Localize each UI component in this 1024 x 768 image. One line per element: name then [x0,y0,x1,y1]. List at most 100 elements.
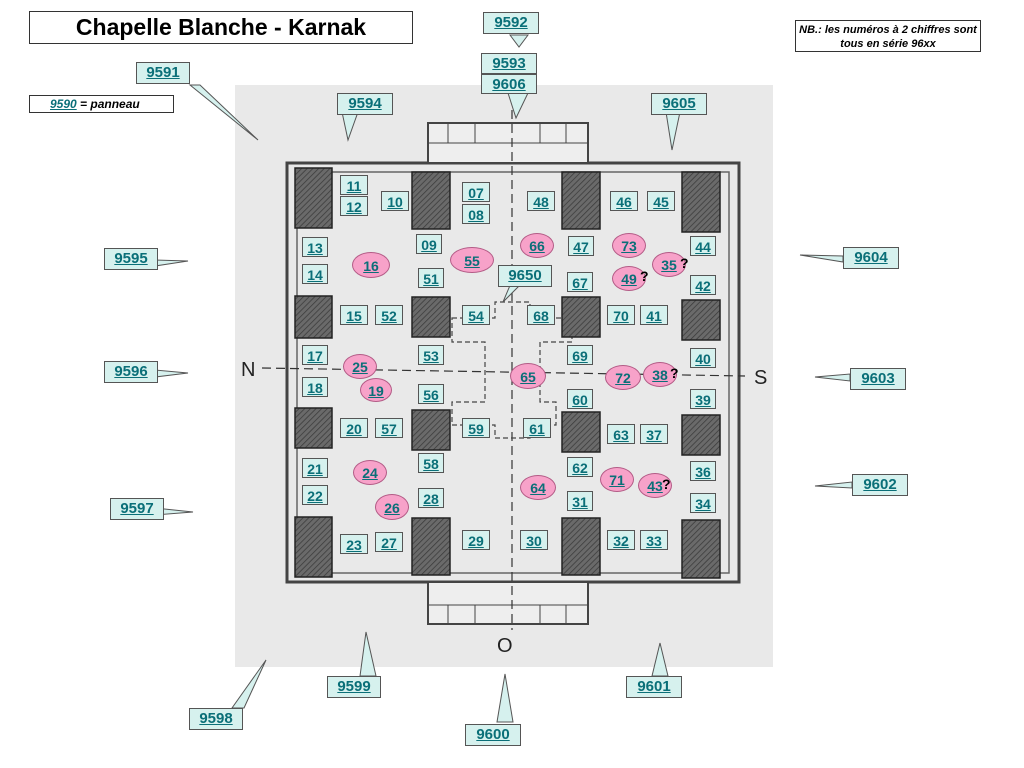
plan-label[interactable]: 11 [340,175,368,195]
pillars [294,167,721,579]
plan-label[interactable]: 48 [527,191,555,211]
plan-label[interactable]: 23 [340,534,368,554]
legend-text: = panneau [76,97,140,111]
plan-label-highlighted[interactable]: 35 [652,252,686,277]
panel-label[interactable]: 9600 [465,724,521,746]
panel-label[interactable]: 9597 [110,498,164,520]
south-ramp [427,581,589,625]
panel-label[interactable]: 9604 [843,247,899,269]
panel-label[interactable]: 9596 [104,361,158,383]
plan-label-highlighted[interactable]: 16 [352,252,390,278]
plan-label-highlighted[interactable]: 71 [600,467,634,492]
question-mark: ? [670,365,679,381]
plan-label[interactable]: 31 [567,491,593,511]
plan-label[interactable]: 57 [375,418,403,438]
panel-label[interactable]: 9601 [626,676,682,698]
compass-west: O [497,635,513,657]
plan-label-highlighted[interactable]: 43 [638,473,672,498]
plan-label[interactable]: 47 [568,236,594,256]
plan-label[interactable]: 54 [462,305,490,325]
plan-label-highlighted[interactable]: 72 [605,365,641,390]
axis-north-south [261,367,746,377]
panel-label[interactable]: 9592 [483,12,539,34]
panel-label[interactable]: 9599 [327,676,381,698]
plan-label[interactable]: 17 [302,345,328,365]
plan-label[interactable]: 13 [302,237,328,257]
plan-label-highlighted[interactable]: 49 [612,266,646,291]
legend-number: 9590 [50,97,77,111]
plan-label[interactable]: 41 [640,305,668,325]
panel-label[interactable]: 9602 [852,474,908,496]
panel-label[interactable]: 9605 [651,93,707,115]
panel-label[interactable]: 9598 [189,708,243,730]
plan-label[interactable]: 34 [690,493,716,513]
plan-label[interactable]: 62 [567,457,593,477]
plan-label[interactable]: 52 [375,305,403,325]
plan-label[interactable]: 08 [462,204,490,224]
plan-label[interactable]: 60 [567,389,593,409]
panel-label[interactable]: 9595 [104,248,158,270]
plan-label[interactable]: 67 [567,272,593,292]
panel-label[interactable]: 9591 [136,62,190,84]
plan-label[interactable]: 61 [523,418,551,438]
compass-south: S [754,367,767,389]
compass-north: N [241,359,255,381]
plan-label[interactable]: 63 [607,424,635,444]
plan-label-highlighted[interactable]: 24 [353,460,387,485]
plan-label-highlighted[interactable]: 73 [612,233,646,258]
plan-label-highlighted[interactable]: 19 [360,378,392,402]
plan-label-highlighted[interactable]: 38 [643,362,677,387]
plan-label[interactable]: 09 [416,234,442,254]
plan-label[interactable]: 21 [302,458,328,478]
plan-label[interactable]: 69 [567,345,593,365]
panel-legend: 9590 = panneau [29,95,174,113]
question-mark: ? [680,255,689,271]
panel-label[interactable]: 9606 [481,74,537,94]
plan-label[interactable]: 56 [418,384,444,404]
platform-inner-outline [296,171,730,574]
plan-label[interactable]: 07 [462,182,490,202]
plan-label-highlighted[interactable]: 66 [520,233,554,258]
page-title: Chapelle Blanche - Karnak [29,11,413,44]
plan-label[interactable]: 37 [640,424,668,444]
question-mark: ? [662,476,671,492]
plan-label[interactable]: 28 [418,488,444,508]
plan-label[interactable]: 59 [462,418,490,438]
plan-label-highlighted[interactable]: 64 [520,475,556,500]
panel-label[interactable]: 9650 [498,265,552,287]
plan-label-highlighted[interactable]: 65 [510,363,546,389]
plan-label[interactable]: 33 [640,530,668,550]
plan-label[interactable]: 68 [527,305,555,325]
plan-label[interactable]: 32 [607,530,635,550]
plan-label[interactable]: 51 [418,268,444,288]
question-mark: ? [640,268,649,284]
plan-label[interactable]: 46 [610,191,638,211]
plan-label-highlighted[interactable]: 25 [343,354,377,379]
plan-label[interactable]: 70 [607,305,635,325]
plan-label[interactable]: 39 [690,389,716,409]
plan-label-highlighted[interactable]: 55 [450,247,494,273]
panel-label[interactable]: 9593 [481,53,537,74]
plan-label[interactable]: 44 [690,236,716,256]
plan-label[interactable]: 45 [647,191,675,211]
plan-label[interactable]: 10 [381,191,409,211]
plan-label[interactable]: 22 [302,485,328,505]
plan-label[interactable]: 58 [418,453,444,473]
plan-label[interactable]: 18 [302,377,328,397]
plan-label[interactable]: 30 [520,530,548,550]
panel-label[interactable]: 9603 [850,368,906,390]
plan-label-highlighted[interactable]: 26 [375,494,409,520]
plan-label[interactable]: 36 [690,461,716,481]
plan-label[interactable]: 27 [375,532,403,552]
plan-label[interactable]: 12 [340,196,368,216]
plan-label[interactable]: 42 [690,275,716,295]
plan-label[interactable]: 15 [340,305,368,325]
plan-label[interactable]: 53 [418,345,444,365]
plan-label[interactable]: 40 [690,348,716,368]
panel-label[interactable]: 9594 [337,93,393,115]
plan-label[interactable]: 20 [340,418,368,438]
plan-label[interactable]: 29 [462,530,490,550]
plan-label[interactable]: 14 [302,264,328,284]
north-ramp [427,122,589,164]
